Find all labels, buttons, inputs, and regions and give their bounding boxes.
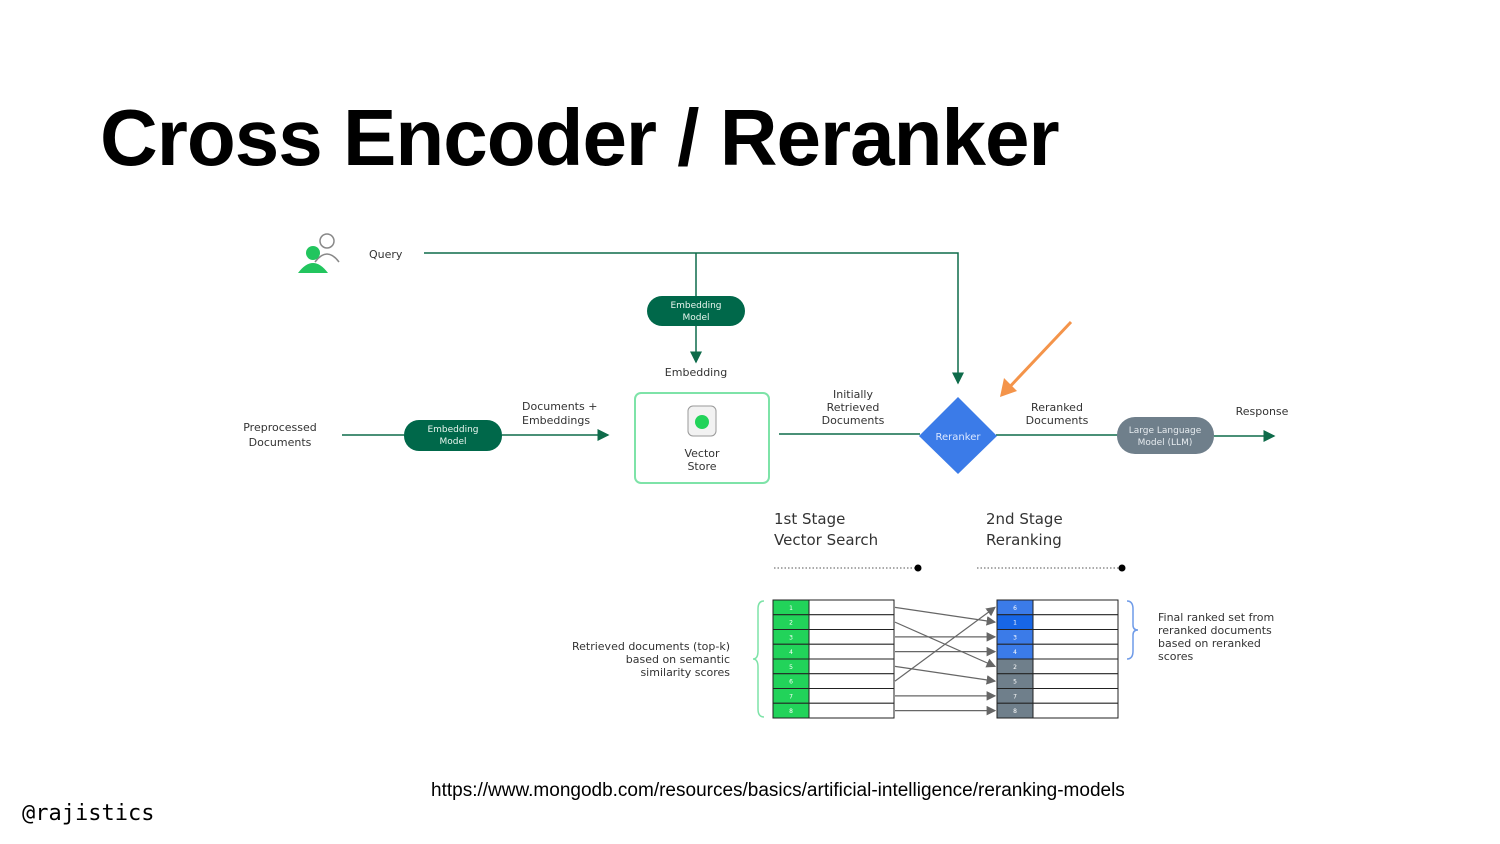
svg-text:Documents: Documents bbox=[1026, 414, 1089, 427]
svg-text:reranked documents: reranked documents bbox=[1158, 624, 1272, 637]
right-brace bbox=[1126, 600, 1139, 660]
left-table-rank: 8 bbox=[789, 708, 793, 715]
right-table-rank: 4 bbox=[1013, 649, 1017, 656]
reranked-docs-label: Reranked bbox=[1031, 401, 1083, 414]
query-label: Query bbox=[369, 248, 403, 261]
retrieved-note: Retrieved documents (top-k) bbox=[572, 640, 730, 653]
right-table-row: 4 bbox=[996, 643, 1119, 660]
user-icon bbox=[298, 233, 340, 273]
right-table-rank: 5 bbox=[1013, 679, 1017, 686]
right-table-row: 5 bbox=[996, 673, 1119, 689]
right-table-row: 1 bbox=[996, 614, 1119, 630]
database-icon bbox=[695, 415, 709, 429]
svg-text:Documents: Documents bbox=[822, 414, 885, 427]
docs-embeddings-label: Documents + bbox=[522, 400, 597, 413]
svg-text:similarity scores: similarity scores bbox=[640, 666, 730, 679]
left-table-rank: 5 bbox=[789, 664, 793, 671]
svg-text:Model: Model bbox=[682, 313, 709, 323]
svg-text:based on semantic: based on semantic bbox=[626, 653, 730, 666]
svg-text:Retrieved: Retrieved bbox=[827, 401, 880, 414]
llm-node: Large Language Model (LLM) bbox=[1117, 417, 1214, 454]
embedding-model-top: Embedding Model bbox=[647, 296, 745, 326]
left-table-rank: 4 bbox=[789, 649, 793, 656]
initially-retrieved-label: Initially bbox=[833, 388, 873, 401]
left-table-row: 8 bbox=[772, 702, 895, 719]
right-table-row: 8 bbox=[996, 702, 1119, 719]
rerank-arrow bbox=[894, 665, 997, 685]
final-note: Final ranked set from bbox=[1158, 611, 1274, 624]
left-table-row: 1 bbox=[772, 599, 895, 616]
svg-text:Large Language: Large Language bbox=[1129, 426, 1202, 436]
svg-text:Reranker: Reranker bbox=[936, 432, 982, 443]
svg-text:Documents: Documents bbox=[249, 436, 312, 449]
left-table-rank: 7 bbox=[789, 693, 793, 700]
reranker-node: Reranker bbox=[919, 397, 997, 474]
vector-store: Vector Store bbox=[634, 392, 770, 484]
slide-title: Cross Encoder / Reranker bbox=[100, 93, 1060, 182]
svg-text:Embedding: Embedding bbox=[670, 301, 721, 311]
rerank-arrow bbox=[894, 606, 996, 682]
right-table-rank: 7 bbox=[1013, 693, 1017, 700]
response-label: Response bbox=[1236, 405, 1289, 418]
left-table-rank: 2 bbox=[789, 620, 793, 627]
svg-text:based on reranked: based on reranked bbox=[1158, 637, 1261, 650]
orange-arrow-head bbox=[1000, 378, 1017, 397]
left-table-row: 7 bbox=[772, 688, 895, 704]
left-table-row: 2 bbox=[772, 614, 895, 630]
svg-text:Model (LLM): Model (LLM) bbox=[1138, 438, 1193, 448]
svg-text:Store: Store bbox=[687, 460, 716, 473]
main-flow-lines bbox=[342, 429, 1276, 442]
ranking-tables: 1 2 3 4 5 6 7 8 6 1 3 4 2 5 7 8 bbox=[772, 599, 1119, 719]
left-table-row: 3 bbox=[772, 629, 895, 645]
left-table-rank: 6 bbox=[789, 679, 793, 686]
right-table-rank: 6 bbox=[1013, 605, 1017, 612]
right-table-rank: 2 bbox=[1013, 664, 1017, 671]
stage2-label: 2nd Stage bbox=[986, 510, 1063, 528]
stage-timelines bbox=[774, 564, 1126, 572]
right-table-row: 6 bbox=[996, 599, 1119, 616]
left-table-row: 5 bbox=[772, 658, 895, 675]
right-table-rank: 8 bbox=[1013, 708, 1017, 715]
orange-arrow-icon bbox=[1001, 320, 1073, 396]
embedding-label: Embedding bbox=[665, 366, 727, 379]
author-handle: @rajistics bbox=[22, 801, 155, 826]
left-table-rank: 1 bbox=[789, 605, 793, 612]
right-table-row: 7 bbox=[996, 688, 1119, 704]
svg-text:Reranking: Reranking bbox=[986, 531, 1062, 549]
left-table-row: 4 bbox=[772, 643, 895, 660]
right-table-row: 2 bbox=[996, 658, 1119, 675]
left-table-rank: 3 bbox=[789, 634, 793, 641]
query-lines bbox=[424, 252, 964, 385]
right-table-rank: 3 bbox=[1013, 634, 1017, 641]
source-url[interactable]: https://www.mongodb.com/resources/basics… bbox=[431, 780, 1125, 801]
left-table-row: 6 bbox=[772, 673, 895, 689]
svg-text:Embedding: Embedding bbox=[427, 425, 478, 435]
svg-text:Model: Model bbox=[439, 437, 466, 447]
stage1-label: 1st Stage bbox=[774, 510, 845, 528]
svg-text:Vector: Vector bbox=[684, 447, 720, 460]
right-table-row: 3 bbox=[996, 629, 1119, 645]
embedding-model-left: Embedding Model bbox=[404, 420, 502, 451]
rerank-arrow bbox=[894, 606, 997, 626]
svg-text:Vector Search: Vector Search bbox=[774, 531, 878, 549]
left-brace bbox=[752, 600, 765, 718]
right-table-rank: 1 bbox=[1013, 620, 1017, 627]
svg-text:Embeddings: Embeddings bbox=[522, 414, 590, 427]
preprocessed-docs-label: Preprocessed bbox=[243, 421, 317, 434]
svg-text:scores: scores bbox=[1158, 650, 1194, 663]
